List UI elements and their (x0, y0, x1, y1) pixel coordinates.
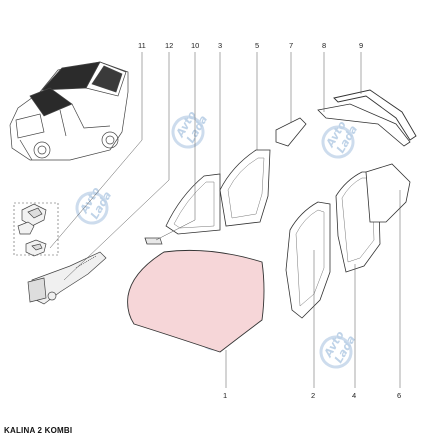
callout-2: 2 (311, 391, 315, 400)
callout-12: 12 (165, 41, 173, 50)
watermark-logo: Avto Lada (171, 108, 210, 149)
watermark-logo: Avto Lada (319, 328, 358, 369)
clip-part (144, 237, 163, 245)
front-door-glass-inner (227, 157, 265, 219)
rear-window-glass (333, 89, 417, 141)
rear-door-glass-left (285, 201, 331, 319)
mirror-clip-parts (13, 202, 59, 257)
rear-side-glass (365, 163, 411, 223)
model-caption: KALINA 2 KOMBI (4, 426, 73, 435)
callout-10: 10 (191, 41, 199, 50)
leader-lines (49, 52, 401, 388)
callout-6: 6 (397, 391, 401, 400)
callout-4: 4 (352, 391, 356, 400)
watermark-logo: Avto Lada (321, 118, 360, 159)
car-overview-illustration (9, 61, 129, 161)
callout-5: 5 (255, 41, 259, 50)
windshield-glass (127, 249, 265, 353)
callout-7: 7 (289, 41, 293, 50)
callout-11: 11 (138, 41, 146, 50)
watermark-logo: Avto Lada (75, 184, 114, 225)
front-door-glass-left (165, 173, 221, 235)
callout-1: 1 (223, 391, 227, 400)
vent-glass (275, 117, 307, 147)
mirror-mount-part (27, 251, 107, 305)
callout-labels: 11 12 10 3 5 7 8 9 1 2 4 6 (138, 41, 401, 400)
rear-quarter-glass (317, 103, 411, 147)
rear-door-glass-left-inner (295, 209, 325, 307)
callout-8: 8 (322, 41, 326, 50)
front-door-glass-left-inner (173, 181, 215, 229)
callout-3: 3 (218, 41, 222, 50)
rear-door-glass-inner (341, 177, 375, 263)
front-door-glass (219, 149, 271, 227)
callout-9: 9 (359, 41, 363, 50)
